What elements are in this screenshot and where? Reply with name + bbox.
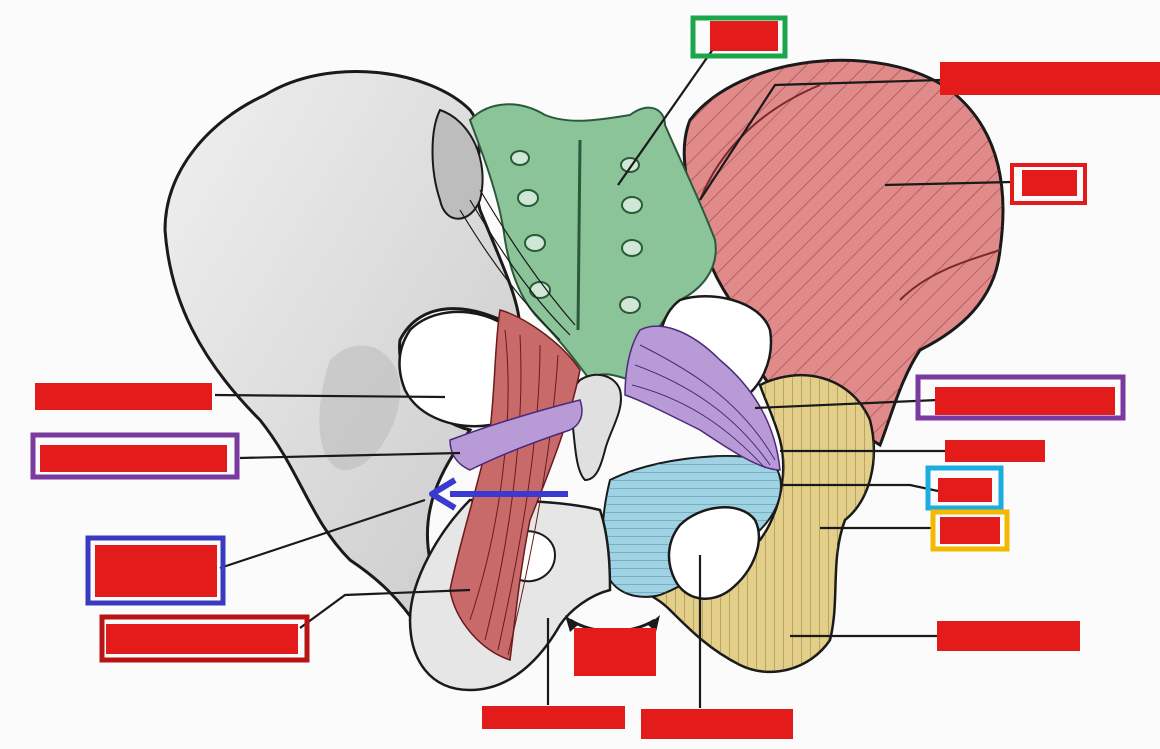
right-ilium-ridge: [699, 84, 821, 201]
label-sacrotuberous-left[interactable]: [106, 624, 298, 654]
label-obturator-bottom[interactable]: [641, 709, 793, 739]
label-sacrospinous-left[interactable]: [40, 445, 227, 472]
label-frame-sacrotuberous-left: [99, 614, 310, 663]
label-frame-sacrospinous-right: [915, 374, 1126, 421]
iliolumbar-fibers: [459, 189, 576, 341]
label-sacrum-top[interactable]: [710, 21, 778, 51]
label-frame-ilium-right: [1010, 163, 1087, 205]
label-ischium-yellow[interactable]: [940, 517, 1000, 544]
left-ilium-crest: [431, 108, 484, 220]
label-symphysis-bottom[interactable]: [482, 706, 625, 729]
label-sacrospinous-right[interactable]: [935, 387, 1115, 415]
sacrospinous-ligament-left: [449, 399, 583, 471]
label-ischial-right[interactable]: [945, 440, 1045, 462]
sacrospinous-right-fibers: [631, 344, 776, 469]
sacrotuberous-fibers: [469, 329, 559, 656]
label-ischium-lower-right[interactable]: [937, 621, 1080, 651]
label-frame-lesser-foramen-left: [85, 535, 226, 606]
sacral-crest: [576, 139, 582, 331]
label-boxes: [30, 15, 1160, 739]
label-frame-ischium-yellow: [930, 509, 1010, 552]
obturator-foramen: [667, 506, 760, 600]
coccyx: [570, 373, 622, 482]
label-lesser-foramen-left[interactable]: [95, 545, 217, 597]
label-frame-sacrum-top: [690, 15, 788, 59]
left-ilium-shadow: [319, 345, 400, 470]
right-ilium-ridge-2: [899, 249, 1001, 301]
sacral-foramina: [510, 150, 643, 314]
label-ilium-right[interactable]: [1022, 170, 1077, 196]
label-greater-foramen-left[interactable]: [35, 383, 212, 410]
label-frame-sacrospinous-left: [30, 432, 240, 480]
direction-arrow: [429, 477, 568, 511]
label-frame-pubis-blue: [925, 465, 1004, 511]
label-pubis-blue[interactable]: [938, 478, 992, 502]
label-pubic-arch[interactable]: [574, 628, 656, 676]
label-ilium-upper-right[interactable]: [940, 62, 1160, 95]
